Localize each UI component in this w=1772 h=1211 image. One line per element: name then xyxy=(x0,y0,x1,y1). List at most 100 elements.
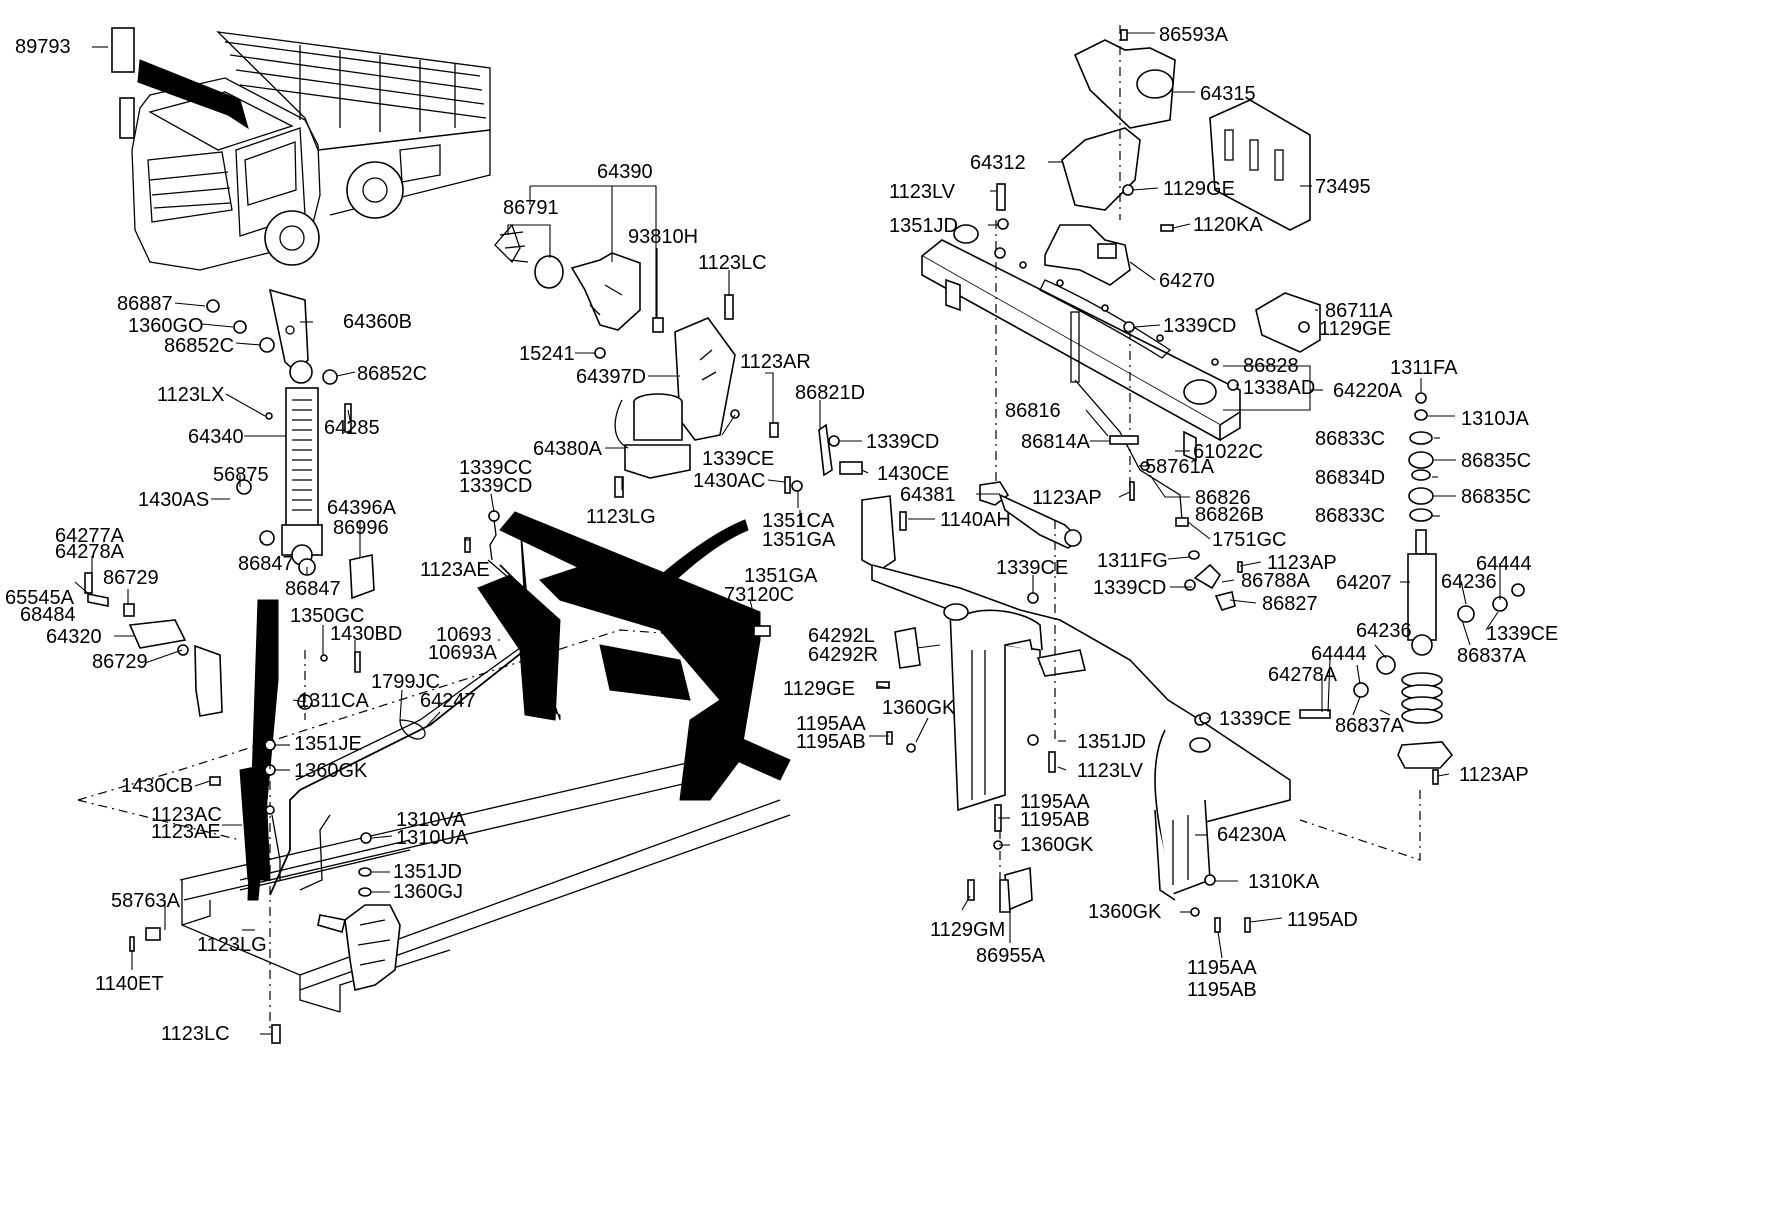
callout-1360GK: 1360GK xyxy=(882,697,956,719)
callout-1430AC: 1430AC xyxy=(693,470,765,492)
callout-64292R: 64292R xyxy=(808,644,878,666)
callout-1339CC: 1339CC xyxy=(459,457,532,479)
callout-1123AE: 1123AE xyxy=(420,559,490,581)
callout-1129GE: 1129GE xyxy=(1163,178,1235,200)
callout-86711A: 86711A xyxy=(1325,300,1393,322)
callout-86847: 86847 xyxy=(238,553,294,575)
callout-1123AE: 1123AE xyxy=(151,821,221,843)
callout-1430CB: 1430CB xyxy=(121,775,193,797)
callout-15241: 15241 xyxy=(519,343,575,365)
callout-1360GK: 1360GK xyxy=(1088,901,1162,923)
callout-1339CD: 1339CD xyxy=(459,475,532,497)
callout-1311FA: 1311FA xyxy=(1390,357,1458,379)
callout-1129GE: 1129GE xyxy=(1319,318,1391,340)
callout-1123LG: 1123LG xyxy=(197,934,267,956)
shock-absorber-64207 xyxy=(1130,392,1525,861)
callout-1360GO: 1360GO xyxy=(128,315,204,337)
callout-1123AR: 1123AR xyxy=(740,351,811,373)
truck-illustration xyxy=(111,27,491,271)
callout-64270: 64270 xyxy=(1159,270,1215,292)
callout-64285: 64285 xyxy=(324,417,380,439)
callout-86827: 86827 xyxy=(1262,593,1318,615)
callout-86835C: 86835C xyxy=(1461,450,1531,472)
callout-58761A: 58761A xyxy=(1145,456,1215,478)
callout-1310UA: 1310UA xyxy=(396,827,469,849)
callout-1310VA: 1310VA xyxy=(396,809,466,831)
callout-86887: 86887 xyxy=(117,293,173,315)
callout-1123LV: 1123LV xyxy=(889,181,956,203)
callout-58763A: 58763A xyxy=(111,890,181,912)
callout-1339CE: 1339CE xyxy=(1219,708,1291,730)
callout-1129GE: 1129GE xyxy=(783,678,855,700)
callout-86816: 86816 xyxy=(1005,400,1061,422)
callout-86593A: 86593A xyxy=(1159,24,1229,46)
callout-64360B: 64360B xyxy=(343,311,412,333)
callout-1195AD: 1195AD xyxy=(1287,909,1358,931)
callout-64207: 64207 xyxy=(1336,572,1392,594)
callout-1351GA: 1351GA xyxy=(762,529,836,551)
callout-86835C: 86835C xyxy=(1461,486,1531,508)
callout-1751GC: 1751GC xyxy=(1212,529,1287,551)
callout-1123LC: 1123LC xyxy=(698,252,767,274)
callout-1360GJ: 1360GJ xyxy=(393,881,463,903)
callout-64278A: 64278A xyxy=(55,541,125,563)
callout-1310KA: 1310KA xyxy=(1248,871,1320,893)
callout-1360GK: 1360GK xyxy=(294,760,368,782)
callout-64220A: 64220A xyxy=(1333,380,1403,402)
leader-lines xyxy=(74,32,1501,1035)
callout-64380A: 64380A xyxy=(533,438,603,460)
callout-10693A: 10693A xyxy=(428,642,498,664)
part-number-labels: 89793 86887 1360GO 86852C 64360B 86852C … xyxy=(5,24,1558,1045)
callout-1195AB: 1195AB xyxy=(796,731,866,753)
callout-86729: 86729 xyxy=(92,651,148,673)
callout-64292L: 64292L xyxy=(808,625,875,647)
hinge-assembly-64320 xyxy=(84,572,223,717)
callout-1311FG: 1311FG xyxy=(1097,550,1168,572)
callout-64236: 64236 xyxy=(1356,620,1412,642)
callout-1123AP: 1123AP xyxy=(1459,764,1529,786)
callout-1140ET: 1140ET xyxy=(95,973,164,995)
callout-64397D: 64397D xyxy=(576,366,646,388)
callout-93810H: 93810H xyxy=(628,226,698,248)
callout-1129GM: 1129GM xyxy=(930,919,1005,941)
callout-1123LG: 1123LG xyxy=(586,506,656,528)
callout-1195AA: 1195AA xyxy=(1187,957,1257,979)
callout-61022C: 61022C xyxy=(1193,441,1263,463)
callout-86852C: 86852C xyxy=(357,363,427,385)
callout-86833C: 86833C xyxy=(1315,428,1385,450)
callout-86833C: 86833C xyxy=(1315,505,1385,527)
callout-1799JC: 1799JC xyxy=(371,671,440,693)
callout-86788A: 86788A xyxy=(1241,570,1311,592)
callout-64315: 64315 xyxy=(1200,83,1256,105)
callout-1123LV: 1123LV xyxy=(1077,760,1144,782)
callout-1123AC: 1123AC xyxy=(151,804,222,826)
callout-64277A: 64277A xyxy=(55,525,125,547)
callout-64278A: 64278A xyxy=(1268,664,1338,686)
callout-1123LX: 1123LX xyxy=(157,384,224,406)
callout-1351JD: 1351JD xyxy=(889,215,958,237)
callout-1339CE: 1339CE xyxy=(702,448,774,470)
callout-1339CD: 1339CD xyxy=(1163,315,1236,337)
callout-86791: 86791 xyxy=(503,197,559,219)
crossmember-64220A xyxy=(920,25,1321,500)
callout-56875: 56875 xyxy=(213,464,269,486)
callout-86837A: 86837A xyxy=(1457,645,1527,667)
callout-86729: 86729 xyxy=(103,567,159,589)
callout-64236: 64236 xyxy=(1441,571,1497,593)
callout-73495: 73495 xyxy=(1315,176,1371,198)
tilt-pump-assembly-64390 xyxy=(494,223,863,498)
callout-64444: 64444 xyxy=(1311,643,1367,665)
callout-1350GC: 1350GC xyxy=(290,605,365,627)
callout-86826: 86826 xyxy=(1195,487,1251,509)
callout-1339CE: 1339CE xyxy=(1486,623,1558,645)
callout-1339CD: 1339CD xyxy=(866,431,939,453)
callout-1338AD: 1338AD xyxy=(1243,377,1315,399)
callout-1430CE: 1430CE xyxy=(877,463,949,485)
callout-1339CD: 1339CD xyxy=(1093,577,1166,599)
callout-64340: 64340 xyxy=(188,426,244,448)
callout-86955A: 86955A xyxy=(976,945,1046,967)
callout-68484: 68484 xyxy=(20,604,76,626)
callout-89793: 89793 xyxy=(15,36,71,58)
callout-1360GK: 1360GK xyxy=(1020,834,1094,856)
